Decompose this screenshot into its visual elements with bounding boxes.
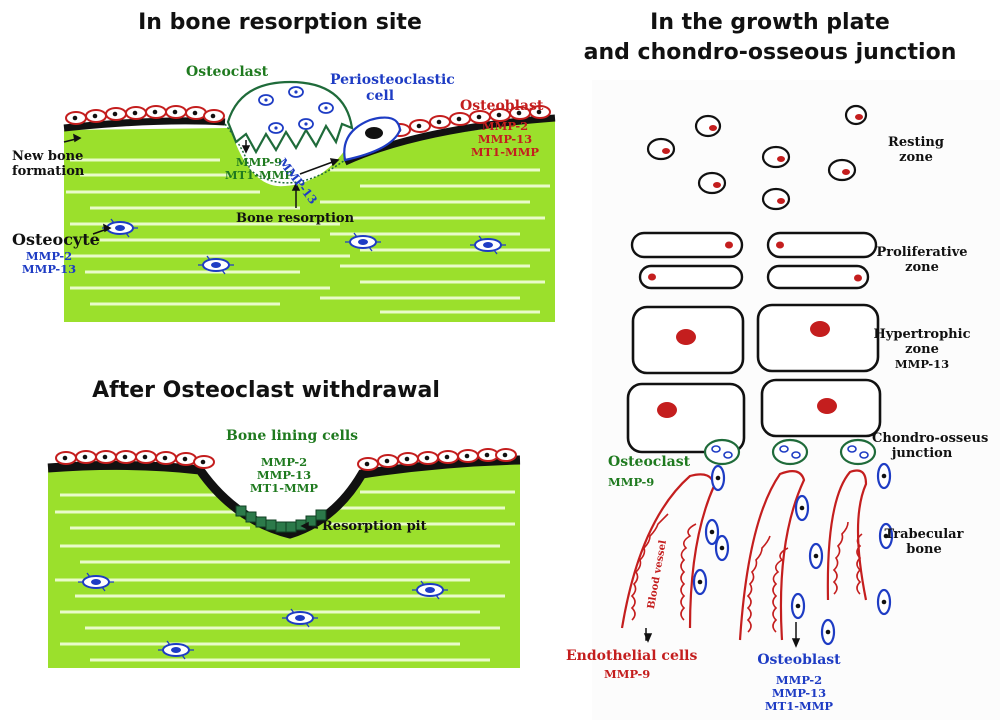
label-bone-resorption: Bone resorption: [236, 211, 355, 226]
label-bone-lining-cells: Bone lining cells: [226, 428, 359, 444]
arrows-growth-plate: [643, 622, 801, 648]
title-resorption-site: In bone resorption site: [138, 10, 422, 35]
arrow-pit: [300, 521, 319, 531]
osteoclast-cell: [226, 80, 354, 155]
label-lining-mmps: MMP-2 MMP-13 MT1-MMP: [246, 455, 322, 496]
osteoclast-mmp-2: MT1-MMP: [224, 168, 294, 183]
label-resting-line1: Resting: [888, 135, 944, 150]
label-trabecular-bone: Trabecular bone: [884, 527, 964, 558]
label-resorption-pit: Resorption pit: [322, 519, 427, 534]
label-osteoblast-gp-mmps: MMP-2 MMP-13 MT1-MMP: [754, 673, 844, 714]
pit-lining-cells: [235, 505, 327, 533]
osteoclast-mmp-1: MMP-9: [235, 155, 283, 169]
label-periosteoclastic-line1: Periosteoclastic: [330, 72, 455, 88]
blood-vessels: [620, 469, 868, 641]
lining-mmp-2: MMP-13: [256, 468, 312, 483]
label-periosteoclastic: Periosteoclastic cell: [330, 72, 455, 105]
label-osteoclast-gp-mmp: MMP-9: [608, 475, 655, 489]
label-new-bone-line1: New bone: [12, 149, 84, 164]
label-osteoblast-mmps: MMP-2 MMP-13 MT1-MMP: [460, 119, 550, 160]
label-chondro-line1: Chondro-osseus: [872, 431, 989, 446]
label-hypertrophic-zone: Hypertrophic zone MMP-13: [872, 327, 972, 371]
osteoblast-mmp-3: MT1-MMP: [470, 145, 540, 160]
osteoblast-gp-mmp-1: MMP-2: [775, 673, 823, 687]
title-growth-plate-line1: In the growth plate: [650, 10, 890, 35]
osteoblast-mmp-1: MMP-2: [481, 119, 529, 133]
label-resting-line2: zone: [899, 149, 933, 165]
label-osteoclast-gp: Osteoclast: [608, 454, 691, 470]
label-new-bone: New bone formation: [12, 149, 85, 180]
label-proliferative-line1: Proliferative: [876, 245, 968, 260]
label-resting-zone: Resting zone: [876, 135, 956, 166]
lining-mmp-3: MT1-MMP: [249, 481, 319, 496]
label-osteocyte-mmps: MMP-2 MMP-13: [16, 249, 82, 277]
label-osteoblast-gp: Osteoblast: [757, 652, 841, 668]
lining-mmp-1: MMP-2: [260, 455, 308, 469]
osteoblast-gp-mmp-2: MMP-13: [771, 686, 827, 701]
label-chondro-line2: junction: [891, 445, 953, 461]
label-osteoclast-mmps: MMP-9 MT1-MMP: [224, 155, 294, 183]
title-after-withdrawal: After Osteoclast withdrawal: [92, 378, 440, 403]
label-hypertrophic-line1: Hypertrophic: [873, 327, 971, 342]
label-chondro-osseus-junction: Chondro-osseus junction: [872, 431, 989, 462]
osteocyte-mmp-1: MMP-2: [25, 249, 73, 263]
osteoblast-gp-mmp-3: MT1-MMP: [764, 699, 834, 714]
label-osteocyte: Osteocyte: [12, 230, 100, 249]
label-osteoblast-top: Osteoblast: [460, 98, 544, 114]
osteoclasts-junction: [703, 438, 877, 466]
osteocyte-mmp-2: MMP-13: [21, 262, 77, 277]
resting-zone-cells: [646, 104, 868, 211]
bone-panel-withdrawal: [47, 455, 521, 668]
label-osteoclast: Osteoclast: [186, 64, 269, 80]
title-growth-plate-line2: and chondro-osseous junction: [583, 40, 957, 65]
label-new-bone-line2: formation: [12, 163, 85, 179]
label-proliferative-line2: zone: [905, 259, 939, 275]
osteoblast-mmp-2: MMP-13: [477, 132, 533, 147]
label-endothelial-cells: Endothelial cells: [566, 648, 698, 664]
label-periosteoclastic-line2: cell: [365, 88, 395, 105]
periosteoclastic-cell: [343, 116, 402, 162]
label-hypertrophic-line2: zone: [905, 341, 939, 357]
label-endothelial-mmp: MMP-9: [604, 667, 651, 681]
label-trabecular-line1: Trabecular: [884, 527, 964, 542]
hypertrophic-zone-cells: [626, 303, 882, 454]
proliferative-zone-cells: [630, 231, 878, 290]
arrows-top: [63, 133, 340, 235]
label-trabecular-line2: bone: [906, 541, 942, 557]
label-hypertrophic-mmp: MMP-13: [894, 356, 950, 371]
label-proliferative-zone: Proliferative zone: [872, 245, 972, 276]
